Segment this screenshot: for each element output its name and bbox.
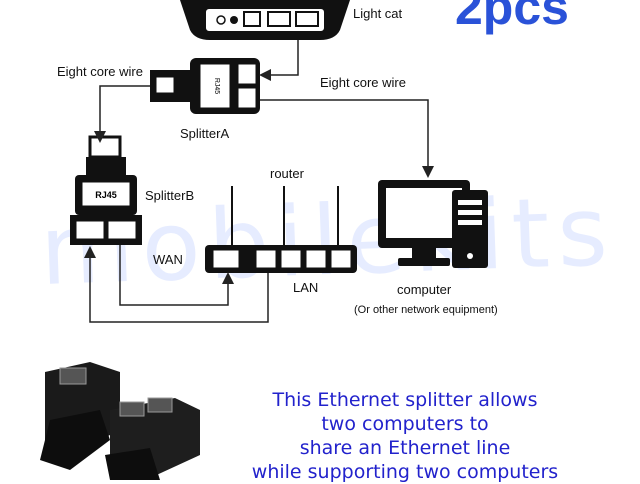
splitter-a-chip-text: RJ45	[213, 78, 220, 94]
caption-line: share an Ethernet line	[299, 437, 511, 459]
light-cat-label: Light cat	[353, 6, 403, 21]
splitter-a-label: SplitterA	[180, 126, 230, 141]
eight-core-wire-left-label: Eight core wire	[57, 64, 143, 79]
splitter-b-label: SplitterB	[145, 188, 195, 203]
corner-text: 2pcs	[455, 0, 569, 35]
caption-line: This Ethernet splitter allows	[272, 389, 538, 411]
splitter-b-chip-text: RJ45	[95, 190, 117, 200]
router-label: router	[270, 166, 304, 181]
splitter-a: RJ45	[150, 58, 260, 114]
caption-line: two computers to	[321, 413, 489, 435]
product-photo	[25, 350, 215, 480]
caption-line: while supporting two computers	[251, 461, 559, 483]
cables	[84, 40, 434, 323]
computer-note: (Or other network equipment)	[354, 304, 498, 316]
splitter-b: RJ45	[70, 135, 142, 245]
computer	[378, 180, 488, 268]
computer-label: computer	[397, 282, 452, 297]
eight-core-wire-right-label: Eight core wire	[320, 75, 406, 90]
router	[205, 186, 357, 273]
lan-label: LAN	[293, 280, 319, 295]
wan-label: WAN	[153, 252, 183, 267]
light-cat-modem	[180, 0, 350, 40]
caption: This Ethernet splitter allows two comput…	[215, 388, 595, 484]
